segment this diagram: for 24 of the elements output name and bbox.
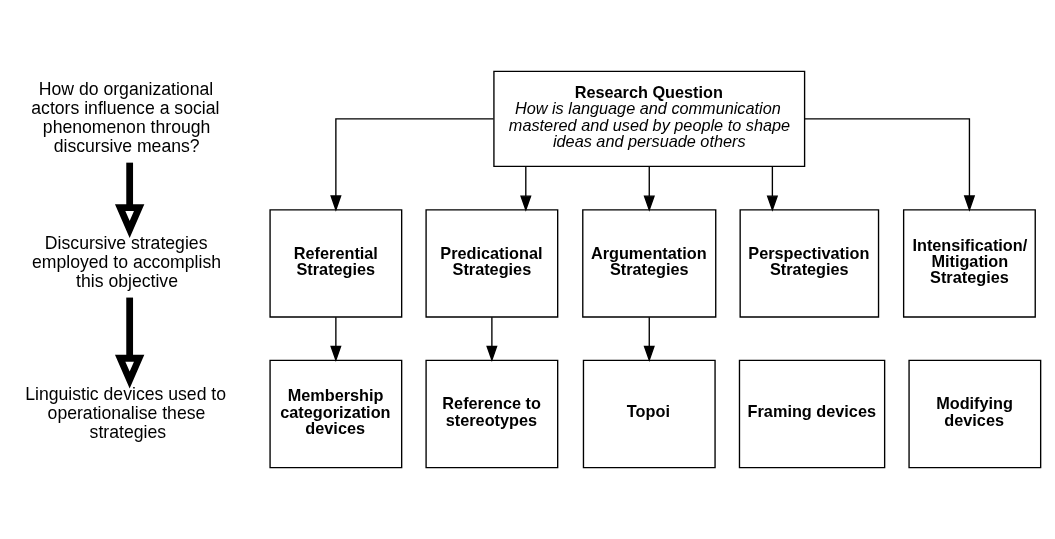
node-box: Argumentation Strategies (582, 209, 717, 318)
node-box: Referential Strategies (269, 209, 403, 318)
arrow (330, 316, 342, 362)
arrow (486, 316, 498, 362)
node-box: Framing devices (738, 359, 886, 469)
node-box: Research Question How is language and communication mastered and used by people to shape ideas and persuade others (493, 70, 806, 168)
arrow (114, 297, 145, 389)
arrow (114, 162, 145, 238)
arrow (643, 316, 655, 362)
node-text: Linguistic devices used to operationalise these strategies (25, 383, 227, 442)
node-box: Modifying devices (908, 359, 1042, 469)
node-text: How do organizational actors influence a social phenomenon through discursive means? (31, 79, 220, 157)
arrow (766, 165, 779, 212)
arrow (803, 118, 976, 212)
node-text: Discursive strategies employed to accomplish this objective (31, 233, 222, 291)
arrow (330, 118, 495, 212)
arrow (520, 165, 532, 212)
node-box: Membership categorization devices (269, 359, 403, 469)
arrow (643, 165, 655, 212)
node-box: Predicational Strategies (425, 209, 559, 318)
node-box: Intensification/ Mitigation Strategies (902, 209, 1036, 318)
node-box: Topoi (582, 359, 716, 469)
node-box: Reference to stereotypes (425, 359, 559, 469)
node-box: Perspectivation Strategies (739, 209, 880, 318)
